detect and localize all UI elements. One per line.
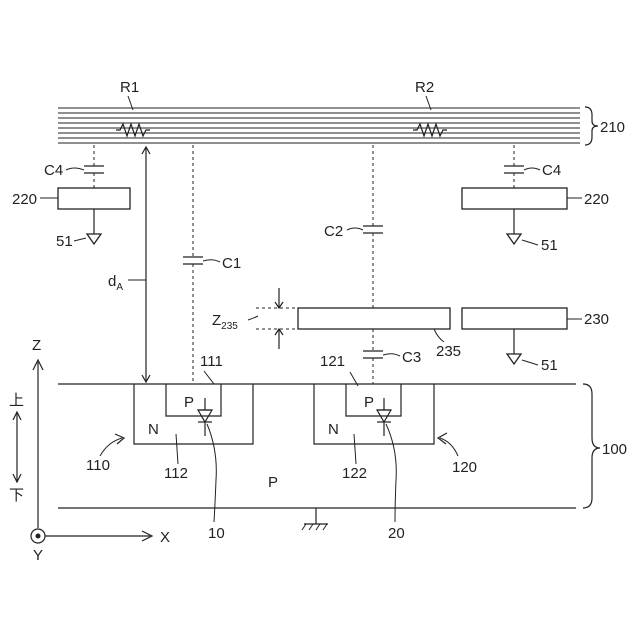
resistor-r2 [413, 124, 447, 136]
axis-y-label: Y [33, 547, 43, 564]
label-c4-right: C4 [542, 162, 561, 179]
ref-111: 111 [200, 353, 223, 370]
electrode-235 [298, 308, 450, 329]
electrode-230 [462, 308, 567, 329]
ground-51-right [507, 234, 521, 244]
label-p-substrate: P [268, 474, 278, 491]
ref-10: 10 [208, 525, 225, 542]
label-p-left: P [184, 394, 194, 411]
label-51-mid: 51 [541, 357, 558, 374]
ground-51-left [87, 234, 101, 244]
label-z235: Z235 [212, 312, 238, 332]
label-c3: C3 [402, 349, 421, 366]
brace-210 [585, 107, 598, 145]
axis-z-label: Z [32, 337, 41, 354]
ref-122: 122 [342, 465, 367, 482]
ref-120: 120 [452, 459, 477, 476]
label-r1: R1 [120, 79, 139, 96]
electrode-220-left [58, 188, 130, 209]
ref-210: 210 [600, 119, 625, 136]
ground-51-mid [507, 354, 521, 364]
electrode-220-right [462, 188, 567, 209]
label-r2: R2 [415, 79, 434, 96]
label-p-right: P [364, 394, 374, 411]
label-c2: C2 [324, 223, 343, 240]
chassis-ground-icon [302, 524, 327, 530]
resistor-r1 [116, 124, 150, 136]
ref-20: 20 [388, 525, 405, 542]
label-up: 上 [9, 392, 24, 409]
ref-100: 100 [602, 441, 627, 458]
ref-220-right: 220 [584, 191, 609, 208]
label-c1: C1 [222, 255, 241, 272]
label-n-left: N [148, 421, 159, 438]
label-n-right: N [328, 421, 339, 438]
label-down: 下 [9, 487, 24, 504]
label-da: dA [108, 273, 123, 293]
ref-121: 121 [320, 353, 345, 370]
label-c4-left: C4 [44, 162, 63, 179]
ref-110: 110 [86, 457, 110, 474]
wiring-layer-210 [58, 108, 580, 143]
ref-220-left: 220 [12, 191, 37, 208]
axis-y-out-of-page-icon [31, 529, 45, 543]
ref-112: 112 [164, 465, 188, 482]
ref-230: 230 [584, 311, 609, 328]
brace-100 [583, 384, 600, 508]
axis-x-label: X [160, 529, 170, 546]
ref-235: 235 [436, 343, 461, 360]
label-51-right: 51 [541, 237, 558, 254]
label-51-left: 51 [56, 233, 73, 250]
